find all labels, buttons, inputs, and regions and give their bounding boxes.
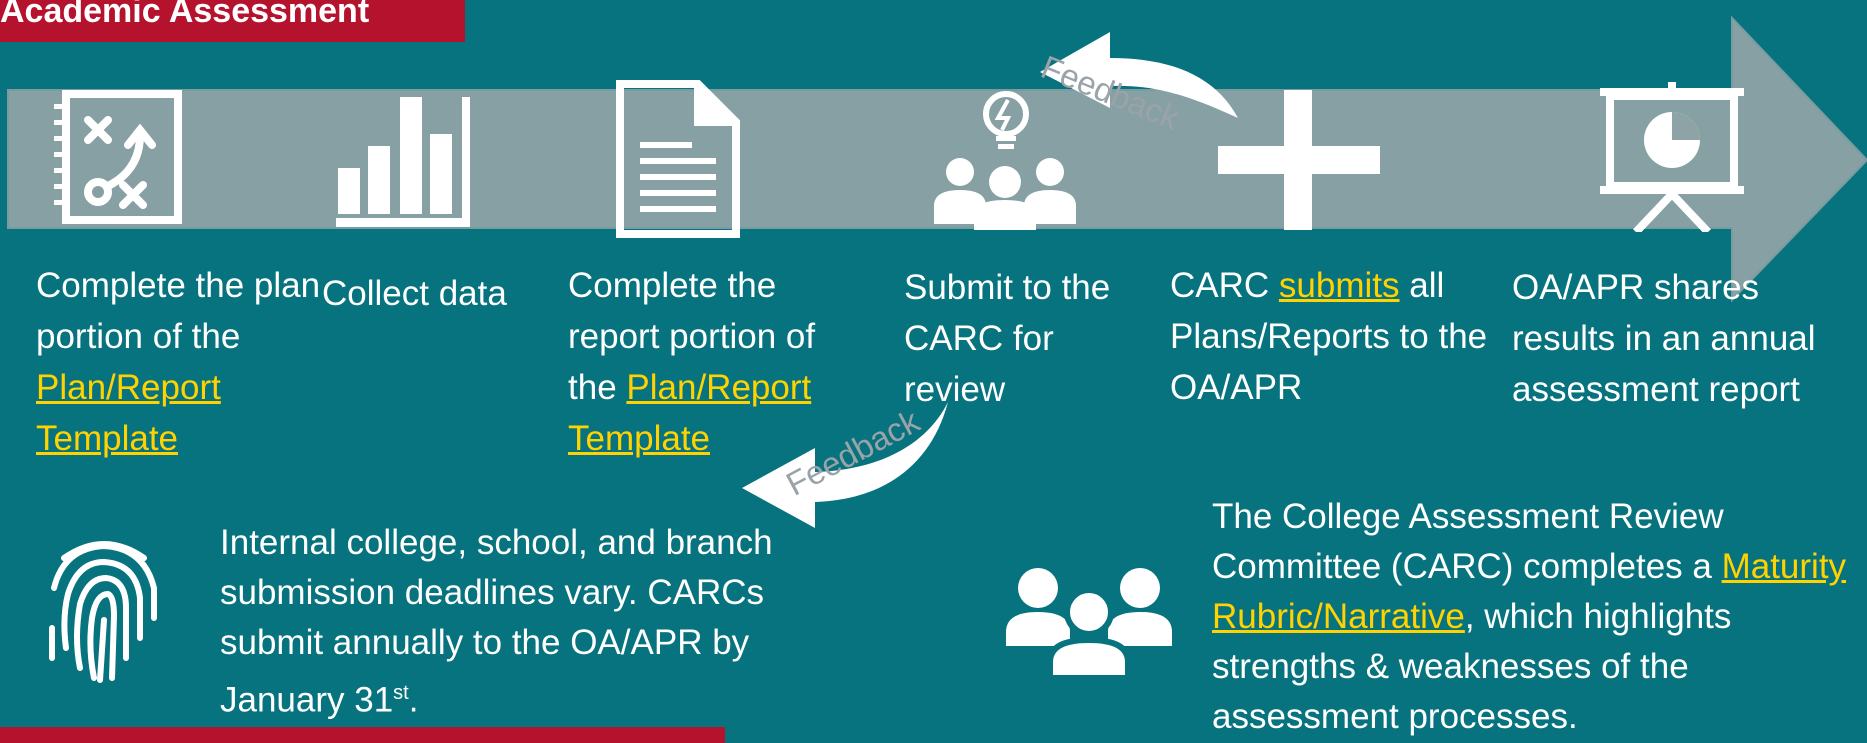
bottom-accent-bar [0,727,725,743]
step-2-collect: Collect data [322,268,552,319]
step-1-text: Complete the plan portion of the [36,266,321,356]
presentation-pie-icon [1600,82,1744,232]
step-4-submit: Submit to the CARC for review [904,262,1144,415]
document-icon [616,80,740,238]
submits-link[interactable]: submits [1278,266,1400,305]
plan-report-template-link-1[interactable]: Plan/Report Template [36,368,221,458]
page-title: Academic Assessment [0,0,370,30]
committee-note-text-before: The College Assessment Review Committee … [1212,497,1724,586]
deadline-note: Internal college, school, and branch sub… [220,518,860,726]
title-bar [0,0,465,42]
deadline-note-text: Internal college, school, and branch sub… [220,523,773,720]
fingerprint-icon [49,541,157,683]
feedback-arrow-top [1040,32,1238,118]
committee-note-text-after: , which highlights strengths & weaknesse… [1212,597,1732,736]
feedback-arrow-bottom [742,402,948,528]
bar-chart-icon [336,97,470,227]
step-5-text-before: CARC [1170,266,1279,305]
step-6-oa-apr: OA/APR shares results in an annual asses… [1512,262,1842,415]
maturity-rubric-link[interactable]: Maturity Rubric/Narrative [1212,547,1847,636]
deadline-note-end: . [408,680,419,720]
step-4-text: Submit to the CARC for review [904,268,1111,409]
step-2-text: Collect data [322,274,507,313]
step-1-plan: Complete the plan portion of the Plan/Re… [36,260,336,464]
process-arrow [7,15,1867,303]
step-5-text-after: all Plans/Reports to the OA/APR [1170,266,1488,407]
step-3-report: Complete the report portion of the Plan/… [568,260,868,464]
people-group-icon [1006,568,1172,678]
plus-icon [1218,90,1380,230]
team-idea-icon [934,91,1076,230]
step-3-text: Complete the report portion of the [568,266,816,407]
committee-note: The College Assessment Review Committee … [1212,492,1852,742]
deadline-superscript: st [393,682,409,704]
step-6-text: OA/APR shares results in an annual asses… [1512,268,1816,409]
strategy-plan-icon [54,90,182,224]
step-5-carc: CARC submits all Plans/Reports to the OA… [1170,260,1490,413]
plan-report-template-link-2[interactable]: Plan/Report Template [568,368,812,458]
